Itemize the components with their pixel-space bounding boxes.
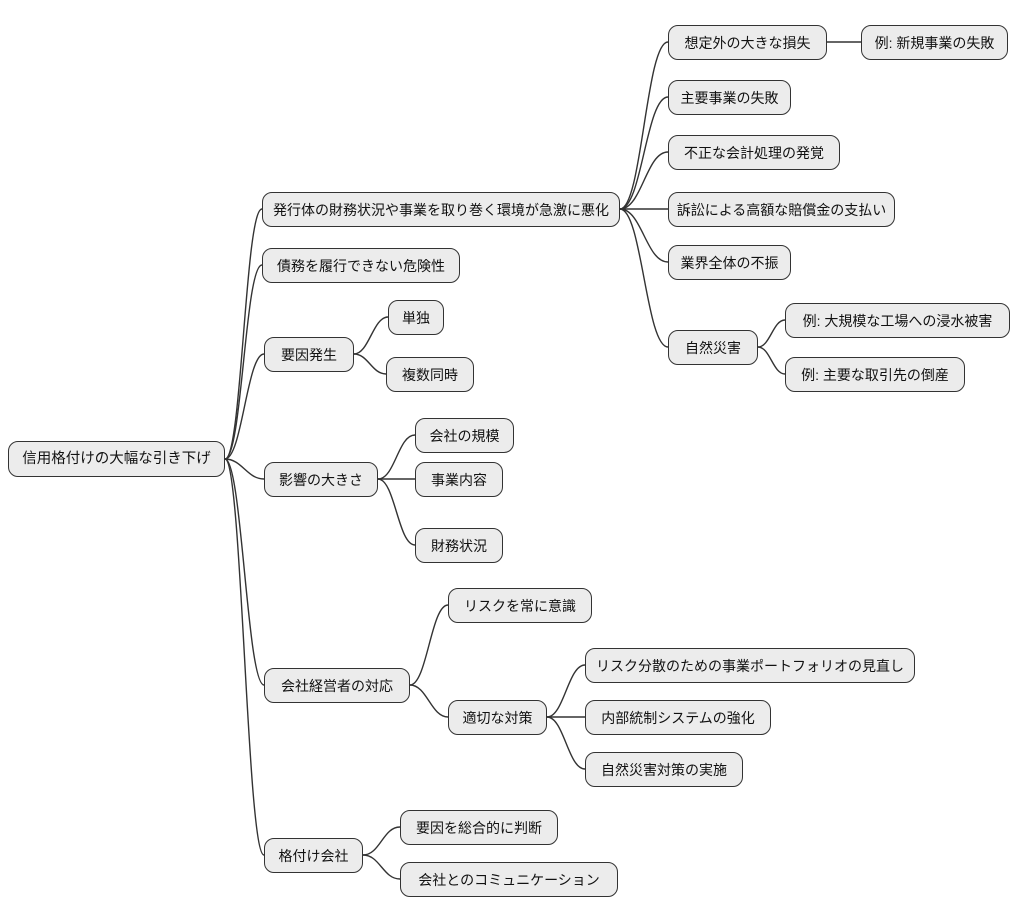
node-impact-magnitude: 影響の大きさ [264,462,378,497]
node-unexpected-large-loss: 想定外の大きな損失 [668,25,827,60]
edge-deterioration-to-core-business-failure [619,96,669,210]
node-factor-occurrence: 要因発生 [264,337,354,372]
edge-measures-to-portfolio-review [546,664,586,718]
node-single: 単独 [388,300,444,335]
edge-deterioration-to-accounting-fraud [619,151,669,210]
edge-deterioration-to-industry-slump [619,208,669,263]
node-management-response: 会社経営者の対応 [264,668,410,703]
node-issuer-environment-deterioration: 発行体の財務状況や事業を取り巻く環境が急激に悪化 [262,192,620,227]
edge-management-to-risk-awareness [409,604,449,686]
edge-root-to-management-response [224,458,265,686]
edge-measures-to-disaster-countermeasures [546,716,586,770]
edge-natural-disaster-to-bankruptcy-example [757,346,786,375]
edge-root-to-impact-magnitude [224,458,265,480]
node-credit-rating-downgrade: 信用格付けの大幅な引き下げ [8,441,225,477]
node-natural-disaster: 自然災害 [668,330,758,365]
node-lawsuit-compensation: 訴訟による高額な賠償金の支払い [668,192,895,227]
edge-impact-to-company-size [377,434,416,480]
node-core-business-failure: 主要事業の失敗 [668,80,791,115]
node-risk-awareness: リスクを常に意識 [448,588,592,623]
node-financial-condition: 財務状況 [415,528,503,563]
edge-factor-to-multiple [353,353,387,375]
edge-agency-to-communication [362,854,401,880]
edge-agency-to-judgment [362,826,401,856]
edge-root-to-rating-agency [224,458,265,856]
node-comprehensive-judgment: 要因を総合的に判断 [400,810,558,845]
edge-root-to-factor-occurrence [224,353,265,460]
edge-deterioration-to-unexpected-loss [619,41,669,210]
node-appropriate-measures: 適切な対策 [448,700,547,735]
node-portfolio-review: リスク分散のための事業ポートフォリオの見直し [585,648,915,683]
node-example-major-client-bankruptcy: 例: 主要な取引先の倒産 [785,357,965,392]
node-example-factory-flood: 例: 大規模な工場への浸水被害 [785,303,1010,338]
node-industry-slump: 業界全体の不振 [668,245,791,280]
node-business-content: 事業内容 [415,462,503,497]
node-disaster-countermeasures: 自然災害対策の実施 [585,752,743,787]
edge-natural-disaster-to-flood-example [757,319,786,348]
node-internal-control-strengthening: 内部統制システムの強化 [585,700,771,735]
edge-impact-to-financial-condition [377,478,416,546]
node-example-new-business-failure: 例: 新規事業の失敗 [861,25,1008,60]
edge-root-to-default-risk [224,264,263,460]
node-rating-agency: 格付け会社 [264,838,363,873]
edge-root-to-deterioration [224,208,263,460]
edge-factor-to-single [353,316,389,355]
node-default-risk: 債務を履行できない危険性 [262,248,460,283]
node-accounting-fraud-discovered: 不正な会計処理の発覚 [668,135,840,170]
edge-deterioration-to-natural-disaster [619,208,669,348]
node-communication-with-company: 会社とのコミュニケーション [400,862,618,897]
edge-management-to-measures [409,684,449,718]
node-company-size: 会社の規模 [415,418,514,453]
node-multiple-simultaneous: 複数同時 [386,357,474,392]
